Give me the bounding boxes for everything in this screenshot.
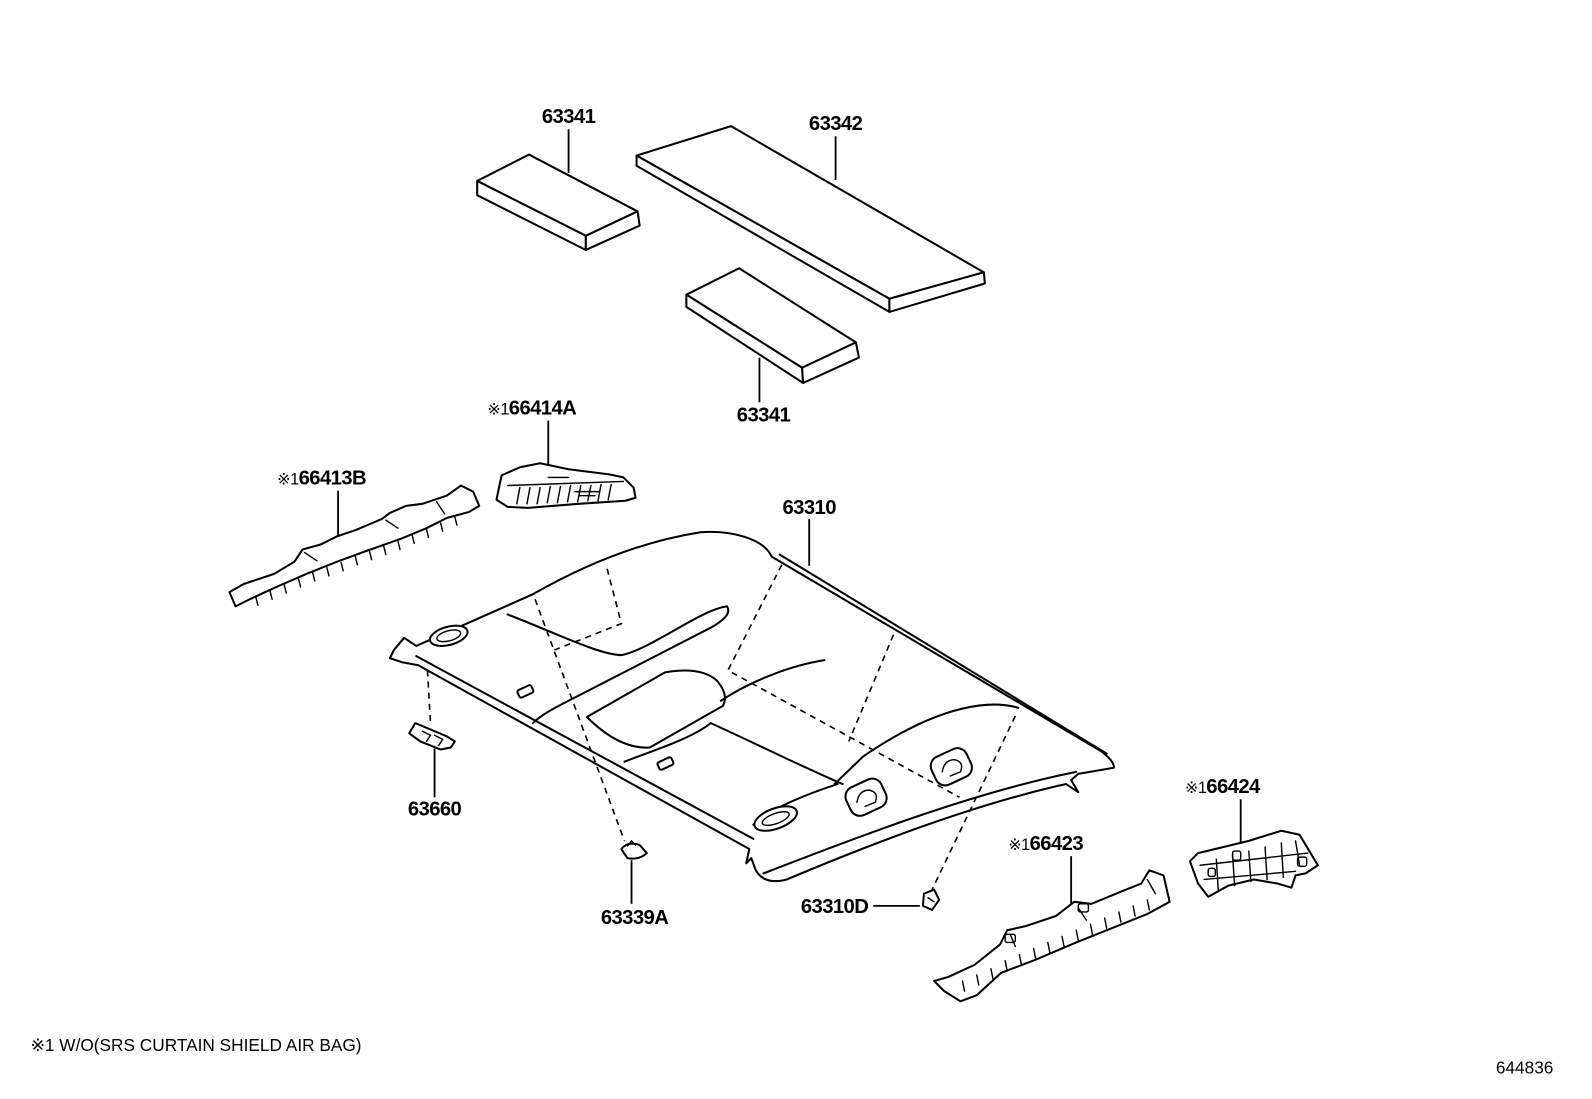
part-63342-long-pad: [635, 125, 986, 313]
clip-slot-left: [516, 684, 535, 699]
clip-slot-right: [656, 756, 675, 771]
long-pad-side-face: [888, 271, 986, 313]
visor-hole-left: [428, 624, 469, 647]
headliner-rear-edge: [778, 553, 1108, 755]
part-63660-holder: [408, 722, 456, 751]
footnote: ※1 W/O(SRS CURTAIN SHIELD AIR BAG): [30, 1035, 361, 1055]
long-pad-top-face: [635, 125, 985, 300]
callout-66424: ※166424: [1185, 776, 1261, 798]
part-63341-lower-pad: [685, 267, 860, 385]
headliner-contour-fold: [532, 605, 730, 725]
part-63310D-clip: [921, 888, 941, 911]
callout-66413B: ※166413B: [277, 468, 366, 490]
headliner-contour-left: [623, 722, 712, 763]
part-66424-bracket: [1188, 829, 1319, 898]
drawing-number: 644836: [1496, 1057, 1554, 1077]
bracket-teeth: [255, 501, 458, 607]
bracket-body: [228, 484, 481, 608]
bracket-body: [495, 462, 637, 509]
headliner-contour-middle: [709, 722, 844, 786]
pad-side-face: [801, 341, 860, 385]
callout-66423: ※166423: [1008, 833, 1083, 855]
bracket-body: [1188, 829, 1319, 898]
headliner-outline: [388, 530, 1115, 883]
bracket-grid: [1199, 840, 1309, 893]
headliner-side-edge: [762, 770, 1078, 875]
callout-63341-lower: 63341: [737, 405, 791, 427]
bracket-ribs: [506, 476, 625, 505]
visor-hole-right: [753, 805, 798, 832]
assembly-dashed-lines: [426, 564, 1017, 890]
part-66414A-bracket: [495, 462, 637, 509]
callout-66414A: ※166414A: [487, 397, 577, 419]
part-63341-upper-pad: [476, 153, 641, 252]
assist-grip-recess-rear: [929, 747, 973, 787]
headliner-contour-front: [506, 605, 728, 657]
callout-63342: 63342: [809, 113, 863, 135]
headliner-contour-center: [719, 659, 826, 702]
part-66413B-bracket: [228, 484, 481, 608]
callout-63310: 63310: [782, 497, 836, 519]
sunroof-recess: [585, 669, 726, 749]
callout-63339A: 63339A: [601, 907, 669, 929]
bracket-body: [933, 869, 1171, 1003]
part-66423-bracket: [933, 869, 1171, 1003]
assist-grip-recess-front: [844, 777, 888, 817]
callout-63660: 63660: [408, 799, 462, 821]
callout-63310D: 63310D: [801, 896, 868, 918]
bracket-teeth: [961, 878, 1157, 992]
callout-63341-upper: 63341: [542, 106, 596, 128]
part-63339A-plug: [620, 839, 648, 860]
pad-side-face: [584, 210, 641, 252]
headliner-contour-right: [833, 703, 1020, 786]
part-63310-headliner: [388, 530, 1115, 883]
headliner-front-edge: [415, 655, 755, 840]
